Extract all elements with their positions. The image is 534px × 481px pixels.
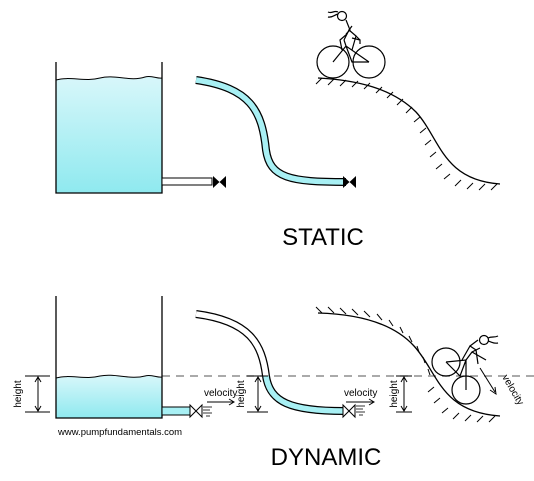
dynamic-tank [55,296,163,419]
dynamic-tank-velocity-arrow [207,398,235,406]
dynamic-tank-walls [55,296,163,419]
dynamic-hose-spray-icon [356,405,365,416]
static-title: STATIC [282,224,364,251]
static-cyclist-icon [316,10,386,79]
static-outlet-pipe [161,177,213,186]
website-label: www.pumpfundamentals.com [57,427,182,438]
dynamic-water-surface [55,374,163,379]
dynamic-hose [195,310,345,415]
dynamic-tank-water [56,375,162,418]
static-tank-water [56,76,162,193]
dynamic-hose-height-label: height [236,380,247,407]
static-hill-hatching [315,77,498,191]
dynamic-cyclist-velocity-label: velocity [499,373,525,407]
static-tank-walls [55,62,163,194]
dynamic-hose-velocity-label: velocity [344,388,377,399]
static-hose-valve-icon [343,176,356,188]
dynamic-tank-height-marker [25,375,50,413]
static-tank [55,62,163,194]
dynamic-hill-height-label: height [389,380,400,407]
dynamic-cyclist-icon [431,334,499,405]
dynamic-hill-hatching [315,306,496,423]
dynamic-hose-valve-icon [342,403,356,419]
dynamic-tank-height-label: height [13,380,24,407]
dynamic-valve-icon [189,403,203,419]
static-water-surface [55,75,163,81]
dynamic-hose-velocity-arrow [346,398,375,406]
dynamic-tank-velocity-label: velocity [204,388,237,399]
dynamic-spray-icon [203,406,212,417]
dynamic-cyclist-velocity-arrow [479,367,497,396]
static-hill [315,77,501,191]
static-hose [195,76,347,186]
dynamic-hose-height-marker [247,375,268,413]
dynamic-hill-height-marker [396,375,412,413]
dynamic-outlet-pipe [161,406,191,416]
dynamic-title: DYNAMIC [271,444,382,471]
dynamic-hill [315,306,501,423]
static-valve-icon [213,176,226,188]
